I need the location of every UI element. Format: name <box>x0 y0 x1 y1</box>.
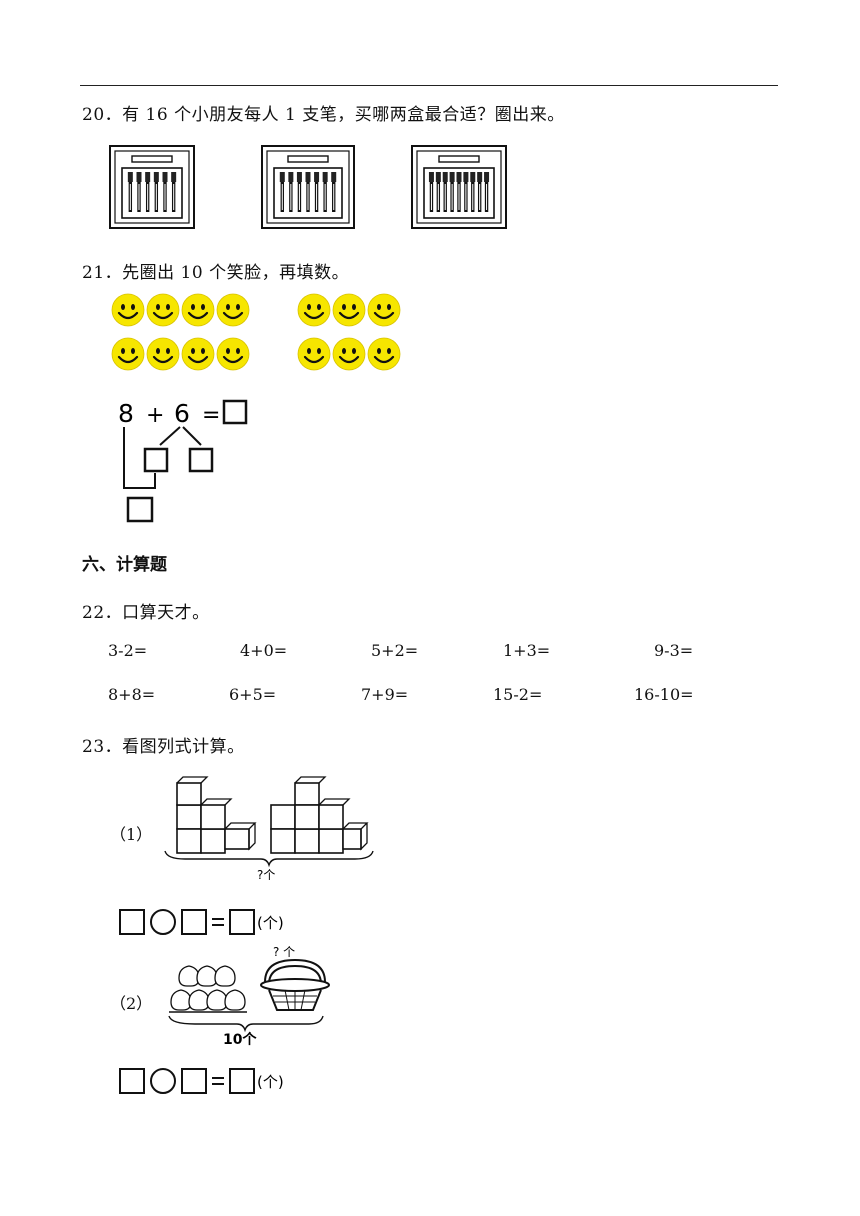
smiley-face[interactable] <box>367 293 401 327</box>
basket-unknown-label: ? 个 <box>273 945 295 959</box>
smiley-face[interactable] <box>367 337 401 371</box>
smiley-face[interactable] <box>216 337 250 371</box>
smiley-face[interactable] <box>297 337 331 371</box>
calc-item: 15-2= <box>493 685 543 704</box>
split-box-right[interactable] <box>188 447 214 473</box>
smiley-face[interactable] <box>146 337 180 371</box>
split-line-left <box>159 426 181 446</box>
split-line-right <box>182 426 202 446</box>
pen <box>331 172 337 212</box>
pen <box>171 172 177 212</box>
pen <box>127 172 133 212</box>
calc-item: 5+2= <box>371 641 419 660</box>
pen-box[interactable] <box>109 145 195 229</box>
answer-template-1[interactable]: (个) <box>118 907 313 937</box>
unit-label: (个) <box>257 1073 284 1091</box>
calc-item: 6+5= <box>229 685 277 704</box>
q23-text: 23．看图列式计算。 <box>82 737 245 757</box>
cubes-figure: ?个 <box>164 776 374 882</box>
calc-item: 3-2= <box>108 641 148 660</box>
eq-eq: = <box>202 403 220 428</box>
pen <box>484 172 490 212</box>
pen <box>435 172 441 212</box>
pen <box>470 172 476 212</box>
pen <box>288 172 294 212</box>
pen <box>442 172 448 212</box>
pen <box>463 172 469 212</box>
q22-text: 22．口算天才。 <box>82 603 210 623</box>
smiley-face[interactable] <box>111 337 145 371</box>
pen <box>136 172 142 212</box>
total-unknown-label: ?个 <box>257 868 275 882</box>
pen <box>314 172 320 212</box>
pen-box[interactable] <box>261 145 355 229</box>
make-ten-diagram: 8 + 6 = <box>118 399 248 523</box>
total-label: 10个 <box>223 1031 257 1048</box>
unit-label: (个) <box>257 914 284 932</box>
smiley-face[interactable] <box>111 293 145 327</box>
bracket-line <box>123 427 156 489</box>
answer-box[interactable] <box>222 399 248 425</box>
smiley-face[interactable] <box>297 293 331 327</box>
pen-box[interactable] <box>411 145 507 229</box>
pen <box>477 172 483 212</box>
pen <box>279 172 285 212</box>
calc-item: 7+9= <box>361 685 409 704</box>
smiley-face[interactable] <box>181 293 215 327</box>
eq-b: 6 <box>174 399 190 428</box>
calc-item: 16-10= <box>634 685 694 704</box>
ten-box[interactable] <box>126 496 154 523</box>
smiley-face[interactable] <box>332 337 366 371</box>
pen <box>449 172 455 212</box>
pen <box>305 172 311 212</box>
pen <box>428 172 434 212</box>
split-box-left[interactable] <box>143 447 169 473</box>
pen <box>162 172 168 212</box>
top-divider <box>80 85 778 86</box>
pen <box>145 172 151 212</box>
part2-label: （2） <box>110 994 153 1013</box>
smiley-face[interactable] <box>181 337 215 371</box>
eq-op: + <box>146 403 164 428</box>
calc-item: 9-3= <box>654 641 694 660</box>
calc-item: 1+3= <box>503 641 551 660</box>
smiley-faces-figure[interactable] <box>110 292 410 377</box>
q21-text: 21．先圈出 10 个笑脸，再填数。 <box>82 263 350 283</box>
pen <box>153 172 159 212</box>
eq-a: 8 <box>118 399 134 428</box>
calc-item: 8+8= <box>108 685 156 704</box>
answer-template-2[interactable]: (个) <box>118 1066 313 1096</box>
part1-label: （1） <box>110 825 153 844</box>
smiley-face[interactable] <box>146 293 180 327</box>
pen <box>296 172 302 212</box>
section-title: 六、计算题 <box>82 555 167 575</box>
smiley-face[interactable] <box>332 293 366 327</box>
smiley-face[interactable] <box>216 293 250 327</box>
q20-text: 20．有 16 个小朋友每人 1 支笔，买哪两盒最合适？圈出来。 <box>82 105 565 125</box>
calc-item: 4+0= <box>240 641 288 660</box>
pen <box>322 172 328 212</box>
pen-boxes-figure[interactable] <box>109 140 530 235</box>
peach-basket-figure: ? 个 10个 <box>168 945 330 1048</box>
pen <box>456 172 462 212</box>
